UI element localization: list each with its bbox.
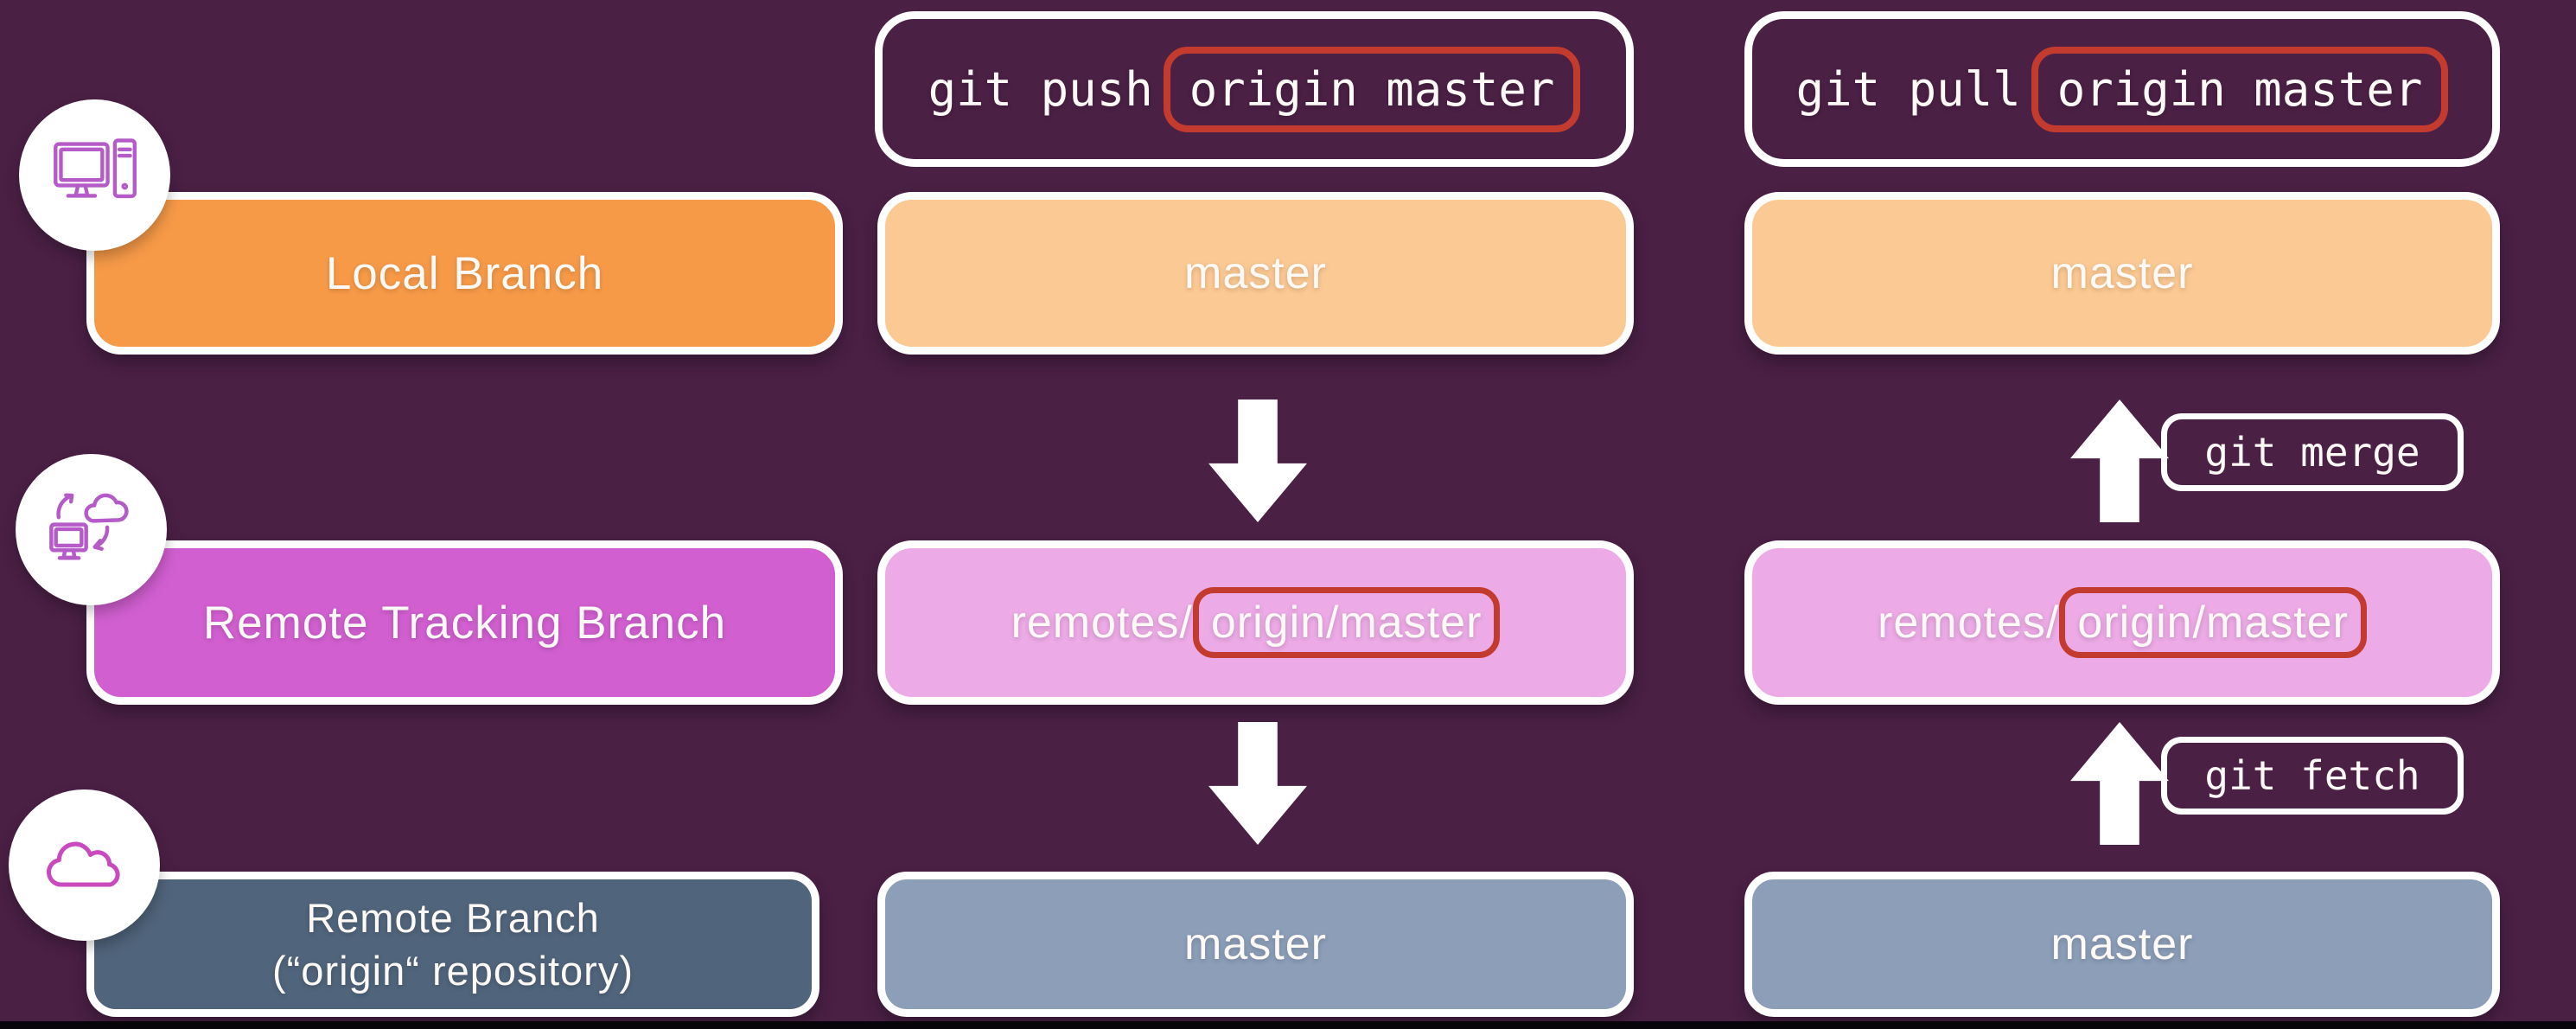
- local-branch-badge: [19, 99, 170, 251]
- tracking-push-highlight-text: origin/master: [1210, 598, 1482, 648]
- remote-master-push-box: master: [877, 872, 1634, 1017]
- local-master-pull-box: master: [1744, 192, 2500, 355]
- tracking-value-pull-prefix: remotes/: [1878, 598, 2060, 648]
- tracking-push-highlight-box: origin/master: [1192, 587, 1501, 658]
- remote-branch-sublabel: (“origin“ repository): [272, 948, 634, 994]
- git-fetch-text: git fetch: [2204, 752, 2420, 799]
- desktop-computer-icon: [53, 137, 137, 198]
- local-master-push-box: master: [877, 192, 1634, 355]
- remote-branch-label-box: Remote Branch (“origin“ repository): [86, 872, 819, 1017]
- tracking-value-push-prefix: remotes/: [1011, 598, 1193, 648]
- git-push-command-text: git push: [928, 61, 1153, 117]
- pull-args-text: origin master: [2056, 61, 2423, 117]
- remote-branch-badge: [9, 789, 160, 941]
- fetch-arrow-up-icon: [2070, 722, 2169, 845]
- remote-master-push-text: master: [1184, 919, 1327, 969]
- local-master-push-text: master: [1184, 248, 1327, 298]
- git-pull-command-text: git pull: [1795, 61, 2021, 117]
- push-arrow-down-icon: [1208, 399, 1307, 522]
- remote-branch-label: Remote Branch: [306, 894, 600, 941]
- bottom-letterbox-bar: [0, 1021, 2576, 1029]
- tracking-pull-highlight-text: origin/master: [2077, 598, 2349, 648]
- git-push-command-box: git push origin master: [875, 11, 1634, 167]
- tracking-pull-highlight-box: origin/master: [2059, 587, 2367, 658]
- pull-args-highlight-box: origin master: [2031, 46, 2449, 132]
- git-merge-tag: git merge: [2161, 413, 2464, 491]
- git-merge-text: git merge: [2204, 429, 2420, 476]
- cloud-icon: [46, 841, 120, 887]
- remote-tracking-label-box: Remote Tracking Branch: [86, 540, 843, 705]
- tracking-value-pull-box: remotes/origin/master: [1744, 540, 2500, 705]
- push-arrow-down-icon-2: [1208, 722, 1307, 845]
- remote-master-pull-box: master: [1744, 872, 2500, 1017]
- remote-master-pull-text: master: [2050, 919, 2194, 969]
- local-branch-label: Local Branch: [325, 247, 604, 299]
- remote-tracking-label: Remote Tracking Branch: [202, 597, 727, 649]
- remote-tracking-badge: [16, 454, 167, 605]
- tracking-value-push-box: remotes/origin/master: [877, 540, 1634, 705]
- push-args-text: origin master: [1189, 61, 1555, 117]
- computer-cloud-sync-icon: [48, 492, 129, 560]
- git-fetch-tag: git fetch: [2161, 737, 2464, 815]
- local-master-pull-text: master: [2050, 248, 2194, 298]
- merge-arrow-up-icon: [2070, 399, 2169, 522]
- local-branch-label-box: Local Branch: [86, 192, 843, 355]
- git-pull-command-box: git pull origin master: [1744, 11, 2500, 167]
- push-args-highlight-box: origin master: [1163, 46, 1581, 132]
